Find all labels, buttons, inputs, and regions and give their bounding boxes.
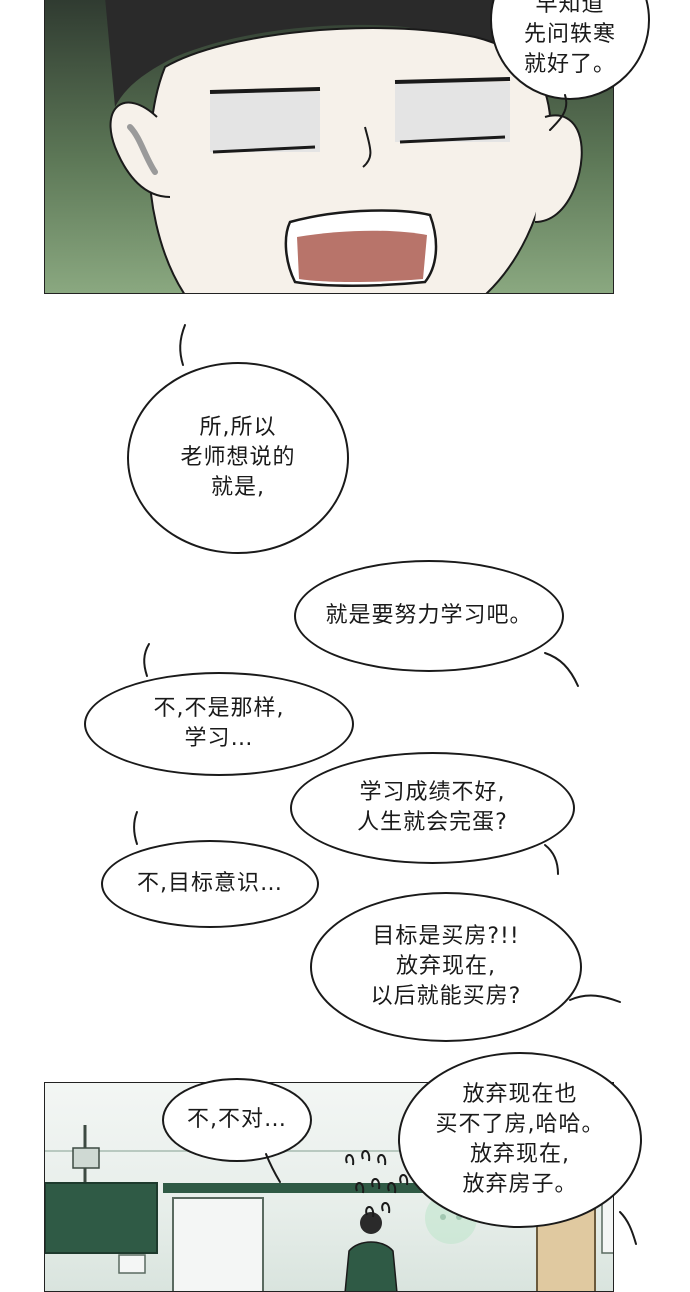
speech-bubble-top-right: 早知道 先问轶寒 就好了。 bbox=[490, 0, 650, 100]
bubble-line: 不,目标意识… bbox=[137, 871, 283, 896]
speech-bubble-tail bbox=[619, 1211, 637, 1245]
bubble-line: 所,所以 bbox=[199, 415, 277, 440]
bubble-line: 放弃房子。 bbox=[462, 1172, 578, 1197]
bubble-line: 放弃现在也 bbox=[462, 1082, 578, 1107]
bubble-line: 学习… bbox=[184, 726, 254, 751]
speech-bubble-tail bbox=[549, 94, 568, 131]
bubble-line: 早知道 bbox=[535, 0, 605, 17]
speech-bubble-tail bbox=[569, 994, 621, 1003]
speech-bubble-buy-house: 目标是买房?!! 放弃现在, 以后就能买房? bbox=[310, 892, 582, 1042]
speech-bubble-give-up-now: 放弃现在也 买不了房,哈哈。 放弃现在, 放弃房子。 bbox=[398, 1052, 642, 1228]
speech-bubble-tail bbox=[265, 1153, 281, 1183]
speech-bubble-goal-awareness: 不,目标意识… bbox=[101, 840, 319, 928]
boy-face-illustration bbox=[105, 0, 583, 293]
bubble-line: 老师想说的 bbox=[180, 445, 296, 470]
speech-bubble-tail bbox=[544, 652, 579, 687]
bubble-line: 不,不对… bbox=[187, 1107, 287, 1132]
speech-bubble-tail bbox=[143, 643, 150, 677]
speech-bubble-tail bbox=[544, 844, 559, 875]
bubble-line: 不,不是那样, bbox=[153, 696, 285, 721]
bubble-line: 目标是买房?!! bbox=[372, 924, 520, 949]
speech-bubble-not-right: 不,不对… bbox=[162, 1078, 312, 1162]
speech-bubble-tail bbox=[133, 811, 138, 845]
speech-bubble-study-hard: 就是要努力学习吧。 bbox=[294, 560, 564, 672]
bubble-line: 就是要努力学习吧。 bbox=[325, 603, 533, 628]
bubble-line: 就是, bbox=[210, 475, 265, 500]
bubble-line: 放弃现在, bbox=[470, 1142, 570, 1167]
bubble-line: 买不了房,哈哈。 bbox=[435, 1112, 605, 1137]
bubble-line: 就好了。 bbox=[523, 52, 616, 77]
bubble-line: 先问轶寒 bbox=[523, 22, 616, 47]
speech-bubble-teacher-meaning: 所,所以 老师想说的 就是, bbox=[127, 362, 349, 554]
speech-bubble-not-that: 不,不是那样, 学习… bbox=[84, 672, 354, 776]
speech-bubble-tail bbox=[179, 324, 186, 366]
bubble-line: 学习成绩不好, bbox=[359, 780, 506, 805]
speech-bubble-grades-life: 学习成绩不好, 人生就会完蛋? bbox=[290, 752, 575, 864]
classroom-illustration bbox=[45, 1125, 613, 1291]
bubble-line: 放弃现在, bbox=[396, 954, 496, 979]
bubble-line: 人生就会完蛋? bbox=[357, 810, 508, 835]
bubble-line: 以后就能买房? bbox=[370, 984, 522, 1009]
